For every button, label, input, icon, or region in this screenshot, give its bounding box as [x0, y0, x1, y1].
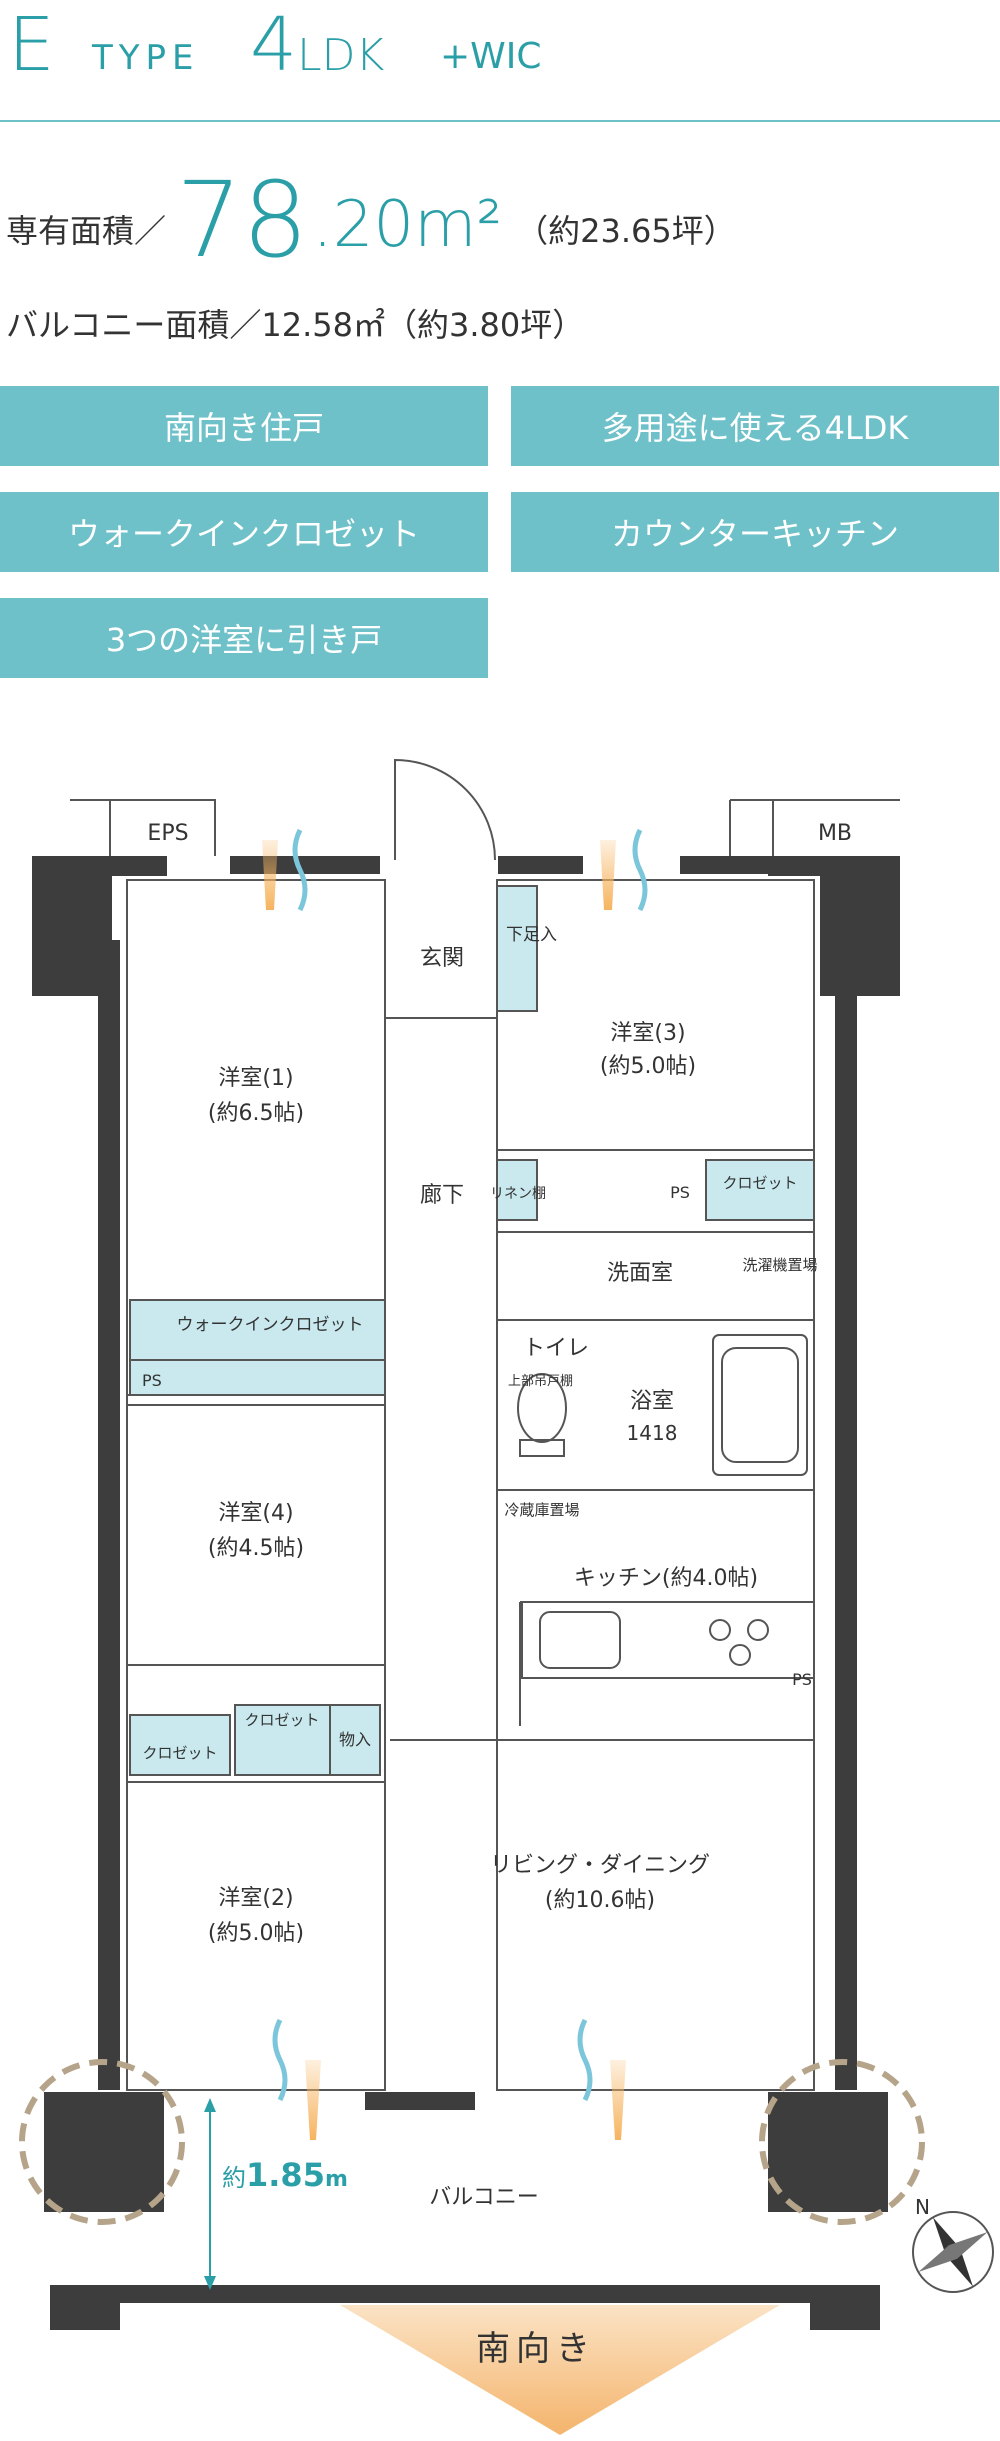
label-room4: 洋室(4) [218, 1501, 293, 1526]
floor-area: 専有面積／78.20m²（約23.65坪） [6, 168, 736, 272]
compass-n-label: N [915, 2195, 930, 2219]
label-toilet: トイレ [523, 1336, 589, 1361]
eps-label: EPS [147, 821, 188, 846]
label-closet-3: クロゼット [722, 1174, 797, 1192]
room-labels: 玄関 洋室(3) (約5.0帖) 洋室(1) (約6.5帖) 廊下 リネン棚 P… [142, 946, 818, 2210]
label-kitchen: キッチン(約4.0帖) [574, 1566, 758, 1591]
label-room3: 洋室(3) [610, 1021, 685, 1046]
label-room2-size: (約5.0帖) [208, 1921, 304, 1946]
label-living-size: (約10.6帖) [545, 1888, 655, 1913]
label-closet-4: クロゼット [244, 1711, 319, 1729]
airflow-markers [262, 828, 648, 2140]
feature-badge: カウンターキッチン [511, 492, 999, 572]
kitchen-counter [521, 1601, 815, 1679]
feature-badge: 南向き住戸 [0, 386, 488, 466]
label-corridor: 廊下 [420, 1183, 464, 1208]
floor-area-unit: m² [414, 188, 503, 262]
compass-icon: N [912, 2195, 994, 2293]
mb-box: MB [729, 799, 900, 856]
label-linen: リネン棚 [490, 1186, 546, 1202]
feature-badge: 3つの洋室に引き戸 [0, 598, 488, 678]
type-letter: E [8, 2, 55, 88]
balcony-area: バルコニー面積／12.58㎡（約3.80坪） [6, 306, 585, 344]
layout-title: 4LDK [250, 8, 384, 82]
label-room3-size: (約5.0帖) [600, 1054, 696, 1079]
label-room1: 洋室(1) [218, 1066, 293, 1091]
layout-extra: +WIC [440, 36, 542, 77]
label-closet-2: クロゼット [142, 1744, 217, 1762]
label-bath: 浴室 [630, 1389, 674, 1414]
label-room1-size: (約6.5帖) [208, 1101, 304, 1126]
south-banner: 南向き [340, 2305, 780, 2435]
label-room2: 洋室(2) [218, 1886, 293, 1911]
floor-area-int: 78 [176, 159, 309, 281]
eps-box: EPS [70, 799, 216, 856]
bathtub [712, 1334, 808, 1476]
label-ps-3: PS [792, 1670, 812, 1689]
shoe-cabinet: 下足入 [496, 885, 557, 1012]
label-ps-1: PS [670, 1183, 690, 1202]
floor-area-dec: .20 [312, 188, 415, 262]
balcony-depth-label: 約1.85m [222, 2156, 348, 2194]
label-washer: 洗濯機置場 [742, 1256, 817, 1274]
outer-walls [32, 856, 900, 2330]
toilet-fixture [517, 1373, 567, 1457]
layout-sub: LDK [297, 30, 385, 81]
feature-badge: ウォークインクロゼット [0, 492, 488, 572]
label-ps-2: PS [142, 1371, 162, 1390]
label-bath-size: 1418 [627, 1421, 678, 1445]
floor-plan: EPS MB [19, 758, 994, 2435]
label-balcony: バルコニー [429, 2185, 539, 2210]
label-washroom: 洗面室 [607, 1261, 673, 1286]
label-entrance: 玄関 [420, 946, 464, 971]
entrance-door [394, 758, 496, 861]
feature-badge: 多用途に使える4LDK [511, 386, 999, 466]
label-living: リビング・ダイニング [490, 1853, 710, 1878]
label-upper-shelf: 上部吊戸棚 [508, 1374, 573, 1389]
mb-label: MB [818, 821, 852, 846]
layout-main: 4 [250, 2, 298, 88]
storage-fills [129, 1159, 815, 1776]
label-wic: ウォークインクロゼット [177, 1315, 364, 1335]
label-storage: 物入 [339, 1730, 371, 1749]
shoe-cabinet-label: 下足入 [506, 925, 557, 945]
pillar-circles [19, 2059, 925, 2225]
label-fridge: 冷蔵庫置場 [504, 1501, 579, 1519]
header-divider [0, 120, 1000, 122]
floor-area-tsubo: （約23.65坪） [516, 212, 736, 250]
label-room4-size: (約4.5帖) [208, 1536, 304, 1561]
south-label: 南向き [476, 2329, 596, 2369]
balcony-depth-marker: 約1.85m [204, 2098, 348, 2290]
floor-area-label: 専有面積／ [6, 212, 167, 250]
type-word: TYPE [92, 38, 200, 78]
